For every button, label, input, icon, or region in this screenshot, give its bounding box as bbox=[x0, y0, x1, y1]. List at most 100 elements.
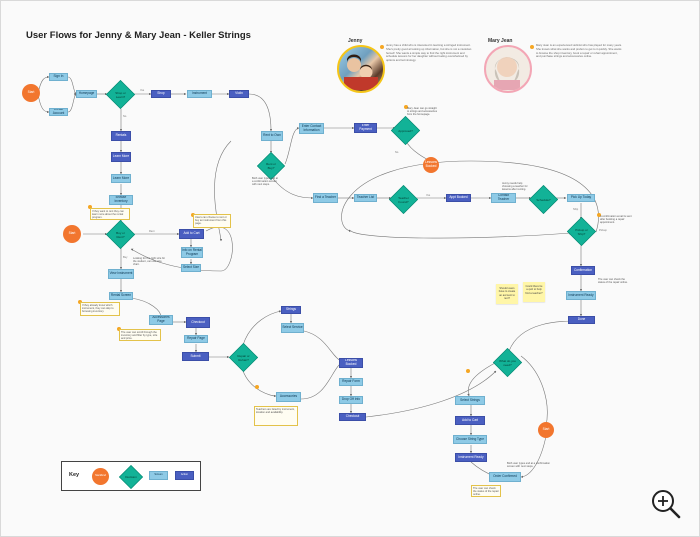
screen-string-type[interactable]: Choose String Type bbox=[453, 435, 487, 444]
legend-screen: Screen bbox=[149, 471, 168, 480]
note: Teachers are listed by instrument, locat… bbox=[254, 406, 298, 426]
edge-label: Yes bbox=[426, 194, 431, 197]
action-confirmation[interactable]: Confirmation bbox=[571, 266, 595, 275]
note-dot bbox=[530, 45, 534, 49]
decision-schedule[interactable]: Schedule? bbox=[528, 184, 559, 215]
screen-drop-off-info[interactable]: Drop Off Info bbox=[339, 396, 363, 404]
screen-learn-more[interactable]: Learn More bbox=[111, 174, 131, 183]
screen-repair-page[interactable]: Repair Page bbox=[184, 335, 208, 343]
legend-start: Start/End bbox=[92, 468, 109, 485]
screen-teacher-list[interactable]: Teacher List bbox=[354, 194, 377, 202]
screen-rent-to-own[interactable]: Rent to Own bbox=[261, 131, 283, 141]
screen-select-size[interactable]: Select Size bbox=[181, 264, 201, 272]
zoom-in-icon bbox=[652, 490, 681, 519]
decision-rent-or-buy[interactable]: Rent or Buy? bbox=[256, 151, 286, 181]
note: If they already know which instrument, t… bbox=[80, 302, 120, 316]
decision-teacher-found[interactable]: Teacher Found? bbox=[388, 184, 419, 215]
start-circle[interactable]: Start bbox=[22, 84, 40, 102]
screen-homepage[interactable]: Homepage bbox=[76, 90, 97, 98]
avatar-jenny-photo bbox=[344, 54, 378, 90]
note-dot bbox=[380, 45, 384, 49]
action-checkout[interactable]: Checkout bbox=[186, 317, 210, 328]
note: Looking for the right size for the stude… bbox=[133, 257, 166, 267]
end-circle[interactable]: Lessons Booked bbox=[423, 157, 439, 173]
action-add-strings[interactable]: Add to Cart bbox=[455, 416, 485, 425]
start-circle[interactable]: Start bbox=[538, 422, 554, 438]
avatar-mary-jean-photo bbox=[494, 57, 520, 90]
screen-create-account[interactable]: Create Account bbox=[49, 108, 68, 116]
action-appt-booked[interactable]: Appt Booked bbox=[446, 194, 471, 202]
screen-select-strings[interactable]: Select Strings bbox=[455, 396, 485, 405]
note-dot bbox=[88, 205, 92, 209]
note: A confirmation email is sent after booki… bbox=[600, 215, 632, 225]
note: Jenny needs help choosing a teacher for … bbox=[502, 182, 528, 191]
screen-order-confirmed[interactable]: Order Confirmed bbox=[489, 472, 521, 482]
avatar-mary-jean bbox=[484, 45, 532, 93]
decision-shop-or-learn[interactable]: Shop or Learn? bbox=[105, 79, 136, 110]
legend-action: Action bbox=[175, 471, 194, 480]
screen-sign-in[interactable]: Sign In bbox=[49, 73, 68, 81]
screen-contact-info[interactable]: Enter Contact Information bbox=[299, 123, 324, 134]
persona-description-jenny: Jenny has a child who is interested in l… bbox=[386, 43, 472, 63]
action-lessons[interactable]: Lessons Booked bbox=[339, 358, 363, 368]
action-payment[interactable]: Enter Payment bbox=[354, 123, 377, 133]
action-done[interactable]: Done bbox=[568, 316, 595, 324]
persona-name-mary-jean: Mary Jean bbox=[488, 38, 513, 44]
action-shop[interactable]: Shop bbox=[151, 90, 171, 98]
note: Mary Jean can go straight to strings and… bbox=[407, 107, 437, 117]
screen-accessories-page[interactable]: Accessories Page bbox=[149, 315, 173, 325]
note-dot bbox=[255, 385, 259, 389]
note: The user can check the status of the rep… bbox=[471, 485, 501, 497]
edge-label: No bbox=[395, 151, 399, 154]
zoom-in-button[interactable] bbox=[646, 484, 686, 524]
action-submit[interactable]: Submit bbox=[182, 352, 209, 361]
legend-key: Key Start/End Decision Screen Action bbox=[61, 461, 201, 491]
screen-rental-screen[interactable]: Rental Screen bbox=[109, 292, 133, 300]
edge-label: Rent bbox=[149, 230, 155, 233]
note-dot bbox=[466, 369, 470, 373]
decision-approved[interactable]: Approved? bbox=[390, 115, 421, 146]
decision-what-do-you-need[interactable]: What do you need? bbox=[492, 347, 523, 378]
decision-pickup-or-ship[interactable]: Pickup or Ship? bbox=[566, 216, 597, 247]
screen-info-rental[interactable]: Info on Rental Program bbox=[181, 247, 203, 258]
note: The user can check the status of the rep… bbox=[598, 278, 628, 285]
sticky-note: Could there be a quiz to help find a tea… bbox=[523, 282, 545, 302]
action-rentals[interactable]: Rentals bbox=[111, 131, 131, 141]
screen-view-instrument[interactable]: View Instrument bbox=[108, 269, 134, 279]
screen-pick-up-today[interactable]: Pick Up Today bbox=[567, 194, 595, 202]
avatar-jenny bbox=[337, 45, 385, 93]
action-violin[interactable]: Violin bbox=[229, 90, 249, 98]
decision-buy-or-rent[interactable]: Buy or Rent? bbox=[105, 219, 136, 250]
action-checkout-strings[interactable]: Checkout bbox=[339, 413, 366, 421]
screen-instrument-ready[interactable]: Instrument Ready bbox=[566, 291, 596, 300]
note-dot bbox=[597, 213, 601, 217]
start-circle[interactable]: Start bbox=[63, 225, 81, 243]
screen-instrument[interactable]: Instrument bbox=[187, 90, 212, 98]
screen-find-teacher[interactable]: Find a Teacher bbox=[313, 193, 338, 203]
edge-label: Pickup bbox=[599, 229, 607, 232]
action-add-to-cart[interactable]: Add to Cart bbox=[179, 229, 204, 239]
note: Both user types end at a confirmation sc… bbox=[507, 462, 550, 469]
screen-contact-teacher[interactable]: Contact Teacher bbox=[491, 193, 516, 203]
action-strings[interactable]: Strings bbox=[281, 306, 301, 314]
screen-browse-inventory[interactable]: Browse Inventory bbox=[109, 195, 133, 205]
edge-label: Buy bbox=[123, 256, 128, 259]
action-learn[interactable]: Learn More bbox=[111, 152, 131, 162]
note-dot bbox=[404, 105, 408, 109]
sticky-note: Should users have to create an account t… bbox=[496, 284, 518, 304]
action-pickup[interactable]: Instrument Ready bbox=[455, 453, 487, 462]
edge-label: Ship bbox=[573, 208, 579, 211]
legend-decision: Decision bbox=[118, 464, 144, 490]
screen-accessories[interactable]: Accessories bbox=[276, 392, 301, 402]
screen-repair-form[interactable]: Repair Form bbox=[339, 378, 363, 386]
edge-label: No bbox=[123, 115, 127, 118]
decision-repair-or-rehair[interactable]: Repair or Rehair? bbox=[228, 342, 259, 373]
edge-label: Yes bbox=[140, 89, 145, 92]
page-title: User Flows for Jenny & Mary Jean - Kelle… bbox=[26, 30, 251, 41]
legend-title: Key bbox=[69, 472, 80, 478]
persona-name-jenny: Jenny bbox=[348, 38, 363, 44]
screen-select-service[interactable]: Select Service bbox=[281, 323, 304, 333]
persona-description-mary-jean: Mary Jean is an experienced violinist wh… bbox=[536, 43, 622, 59]
note: The user can scroll through the inventor… bbox=[119, 329, 161, 341]
